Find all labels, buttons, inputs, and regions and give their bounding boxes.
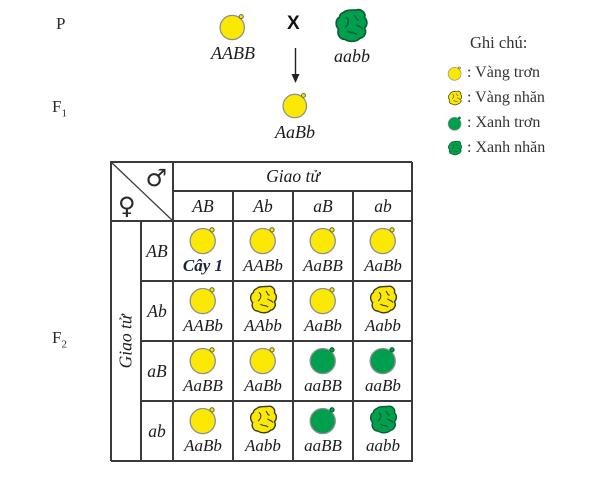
col-label-AB: AB bbox=[173, 191, 233, 221]
cell-genotype: aabb bbox=[366, 436, 400, 455]
parent1-pea-icon bbox=[218, 11, 248, 41]
row-label-ab: ab bbox=[141, 401, 173, 462]
female-symbol-icon: ♀ bbox=[118, 192, 136, 220]
legend-item-label: : Xanh nhăn bbox=[467, 138, 546, 156]
legend-item-yellow-round: : Vàng trơn bbox=[447, 60, 597, 85]
legend-item-green-round: : Xanh trơn bbox=[447, 110, 597, 135]
f2-generation-label: F2 bbox=[52, 328, 67, 351]
legend-item-green-wrinkled: : Xanh nhăn bbox=[447, 135, 597, 160]
diagonal-line bbox=[112, 163, 172, 220]
cell-genotype: aaBB bbox=[304, 376, 342, 395]
punnett-cell: aaBB bbox=[293, 401, 353, 462]
cell-genotype: AABb bbox=[183, 316, 223, 335]
pea-icon bbox=[368, 284, 399, 315]
punnett-cell: AABb bbox=[233, 221, 293, 281]
pea-icon bbox=[368, 344, 399, 375]
parent2-pea-icon bbox=[333, 7, 370, 44]
punnett-cell: AaBb bbox=[233, 341, 293, 401]
corner-cell: ♂ ♀ bbox=[111, 162, 173, 221]
row-axis-label: Giao tử bbox=[111, 221, 141, 462]
row-label-aB: aB bbox=[141, 341, 173, 401]
yellow-round-pea-icon bbox=[447, 65, 463, 81]
cell-genotype: AaBB bbox=[303, 256, 343, 275]
green-wrinkled-pea-icon bbox=[447, 140, 463, 156]
legend-item-label: : Vàng trơn bbox=[467, 63, 541, 81]
parent2-genotype: aabb bbox=[334, 46, 370, 66]
male-symbol-icon: ♂ bbox=[145, 164, 167, 192]
row-label-Ab: Ab bbox=[141, 281, 173, 341]
pea-icon bbox=[188, 344, 219, 375]
pea-icon bbox=[188, 224, 219, 255]
pea-icon bbox=[248, 284, 279, 315]
pea-icon bbox=[308, 224, 339, 255]
legend-title: Ghi chú: bbox=[470, 33, 528, 52]
punnett-cell: AaBB bbox=[293, 221, 353, 281]
descent-arrow-icon bbox=[291, 48, 300, 83]
pea-icon bbox=[188, 284, 219, 315]
cell-genotype: AaBb bbox=[304, 316, 342, 335]
cell-genotype: AaBb bbox=[244, 376, 282, 395]
cell-genotype: aaBB bbox=[304, 436, 342, 455]
gametes-header: Giao tử bbox=[173, 162, 413, 191]
legend-item-label: : Vàng nhăn bbox=[467, 88, 545, 106]
pea-icon bbox=[308, 404, 339, 435]
f1-generation-label: F1 bbox=[52, 97, 67, 120]
cell-genotype: AAbb bbox=[244, 316, 282, 335]
cell-genotype: Aabb bbox=[245, 436, 281, 455]
cell-genotype: AABb bbox=[243, 256, 283, 275]
punnett-cell: AaBB bbox=[173, 341, 233, 401]
row-label-AB: AB bbox=[141, 221, 173, 281]
cell-genotype: aaBb bbox=[365, 376, 401, 395]
punnett-cell: AaBb bbox=[293, 281, 353, 341]
pea-icon bbox=[248, 344, 279, 375]
punnett-cell: Cây 1 bbox=[173, 221, 233, 281]
yellow-wrinkled-pea-icon bbox=[447, 90, 463, 106]
punnett-cell: Aabb bbox=[233, 401, 293, 462]
cell-genotype: AaBB bbox=[183, 376, 223, 395]
punnett-cell: AABb bbox=[173, 281, 233, 341]
pea-icon bbox=[368, 404, 399, 435]
punnett-cell: aaBb bbox=[353, 341, 413, 401]
green-round-pea-icon bbox=[447, 115, 463, 131]
cell-genotype: AaBb bbox=[184, 436, 222, 455]
punnett-table: ♂ ♀ Giao tử AB Ab aB ab Giao tử AB Ab aB… bbox=[110, 161, 413, 462]
pea-icon bbox=[248, 224, 279, 255]
parent1-genotype: AABB bbox=[211, 43, 255, 63]
punnett-cell: AaBb bbox=[173, 401, 233, 462]
pea-icon bbox=[308, 284, 339, 315]
legend-item-yellow-wrinkled: : Vàng nhăn bbox=[447, 85, 597, 110]
legend-item-label: : Xanh trơn bbox=[467, 113, 541, 131]
pea-icon bbox=[368, 224, 399, 255]
col-label-ab: ab bbox=[353, 191, 413, 221]
cell-genotype: Aabb bbox=[365, 316, 401, 335]
f1-pea-icon bbox=[281, 90, 310, 119]
col-label-aB: aB bbox=[293, 191, 353, 221]
f1-genotype: AaBb bbox=[275, 122, 315, 142]
punnett-cell: aabb bbox=[353, 401, 413, 462]
cell-genotype: Cây 1 bbox=[182, 256, 224, 275]
cross-symbol: X bbox=[287, 13, 300, 34]
pea-icon bbox=[188, 404, 219, 435]
cell-genotype: AaBb bbox=[364, 256, 402, 275]
punnett-cell: AaBb bbox=[353, 221, 413, 281]
col-label-Ab: Ab bbox=[233, 191, 293, 221]
p-generation-label: P bbox=[56, 14, 66, 33]
punnett-cell: Aabb bbox=[353, 281, 413, 341]
punnett-cell: AAbb bbox=[233, 281, 293, 341]
pea-icon bbox=[248, 404, 279, 435]
legend: Ghi chú: : Vàng trơn : Vàng nhăn : Xanh … bbox=[447, 33, 597, 160]
punnett-cell: aaBB bbox=[293, 341, 353, 401]
pea-icon bbox=[308, 344, 339, 375]
